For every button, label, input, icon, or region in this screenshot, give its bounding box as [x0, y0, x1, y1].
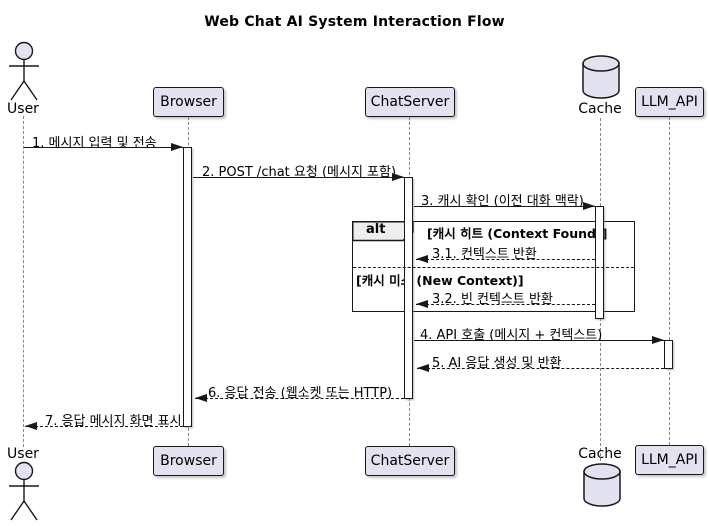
participant-chatserver-top-label: ChatServer — [370, 94, 450, 110]
user-actor-icon — [9, 41, 39, 101]
participant-llm-api-bottom: LLM_API — [635, 445, 704, 475]
message-7-label: 7. 응답 메시지 화면 표시 — [45, 414, 182, 429]
message-6-line — [195, 398, 404, 399]
participant-llm-api-top-label: LLM_API — [641, 94, 698, 110]
diagram-title: Web Chat AI System Interaction Flow — [204, 14, 505, 30]
message-3-label: 3. 캐시 확인 (이전 대화 맥락) — [421, 194, 584, 209]
message-3-line — [414, 206, 595, 207]
lifeline-llm-api — [669, 117, 670, 445]
participant-browser-top: Browser — [153, 87, 224, 117]
lifeline-user — [23, 116, 24, 447]
activation-llm-api — [664, 340, 673, 369]
message-3-2-line — [416, 304, 595, 305]
activation-chatserver — [404, 177, 413, 399]
participant-user-top-label: User — [7, 101, 39, 117]
participant-browser-bottom-label: Browser — [160, 453, 217, 469]
participant-cache-bottom-label: Cache — [578, 446, 622, 462]
alt-fragment: alt — [351, 220, 635, 312]
message-5-line — [417, 368, 664, 369]
arrowhead-right-icon — [392, 173, 404, 181]
message-6-label: 6. 응답 전송 (웹소켓 또는 HTTP) — [208, 386, 393, 401]
arrowhead-left-icon — [195, 394, 207, 402]
cache-database-icon — [583, 463, 621, 507]
participant-cache-top-label: Cache — [578, 101, 622, 117]
participant-chatserver-bottom-label: ChatServer — [370, 453, 450, 469]
message-1-line — [24, 147, 183, 148]
message-1-label: 1. 메시지 입력 및 전송 — [32, 136, 157, 151]
arrowhead-right-icon — [583, 202, 595, 210]
arrowhead-left-icon — [416, 255, 428, 263]
participant-browser-top-label: Browser — [160, 94, 217, 110]
participant-chatserver-bottom: ChatServer — [365, 446, 455, 476]
message-4-label: 4. API 호출 (메시지 + 컨텍스트) — [420, 328, 603, 343]
alt-divider — [353, 267, 634, 268]
participant-llm-api-top: LLM_API — [635, 87, 704, 117]
message-3-1-label: 3.1. 컨텍스트 반환 — [432, 247, 537, 262]
arrowhead-right-icon — [652, 336, 664, 344]
activation-browser — [183, 147, 192, 427]
message-4-line — [414, 340, 664, 341]
cache-database-icon — [582, 55, 620, 99]
message-3-2-label: 3.2. 빈 컨텍스트 반환 — [432, 292, 553, 307]
alt-operator-label: alt — [366, 222, 386, 237]
user-actor-icon — [9, 461, 39, 521]
participant-user-bottom-label: User — [7, 446, 39, 462]
participant-chatserver-top: ChatServer — [365, 87, 455, 117]
message-3-1-line — [416, 259, 595, 260]
participant-llm-api-bottom-label: LLM_API — [641, 452, 698, 468]
message-2-line — [193, 177, 404, 178]
message-5-label: 5. AI 응답 생성 및 반환 — [432, 356, 562, 371]
arrowhead-right-icon — [171, 143, 183, 151]
arrowhead-left-icon — [417, 364, 429, 372]
message-2-label: 2. POST /chat 요청 (메시지 포함) — [202, 165, 397, 180]
arrowhead-left-icon — [416, 300, 428, 308]
message-7-line — [25, 426, 183, 427]
arrowhead-left-icon — [25, 422, 37, 430]
activation-cache — [595, 206, 604, 319]
alt-guard-cache-miss: [캐시 미스 (New Context)] — [356, 273, 524, 288]
participant-browser-bottom: Browser — [153, 446, 224, 476]
alt-guard-cache-hit: [캐시 히트 (Context Found)] — [427, 226, 608, 241]
